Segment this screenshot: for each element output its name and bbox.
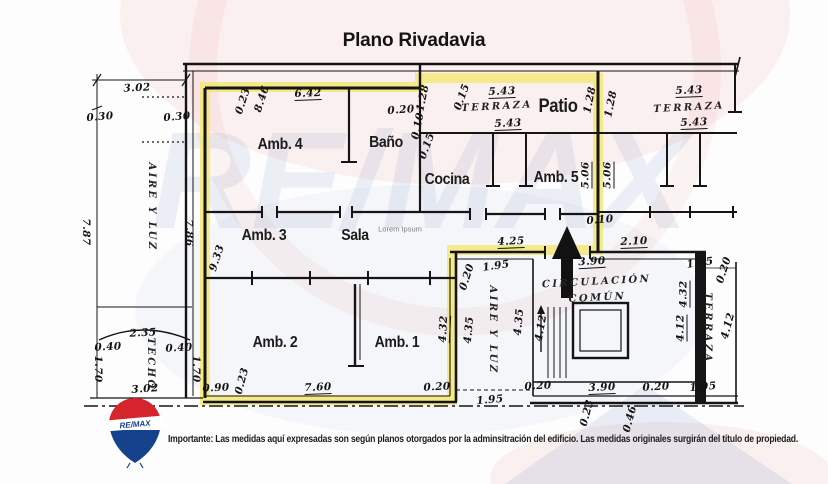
dim-label: 6.42 (294, 87, 322, 101)
dim-label: 3.90 (588, 381, 616, 395)
dim-label: 5.06 (601, 161, 615, 189)
dim-label: 0.20 (714, 255, 734, 285)
dim-label: 7.60 (304, 381, 332, 395)
room-label: Amb. 4 (257, 136, 303, 153)
room-label: Baño (369, 134, 403, 151)
dim-label: 1.28 (581, 85, 599, 115)
walls-layer (84, 56, 744, 407)
elevator (571, 301, 630, 360)
dim-label: 0.20 (423, 380, 451, 394)
watermark-balloon-top (120, 0, 790, 185)
page-title: Plano Rivadavia (342, 30, 486, 51)
area-label: AIRE Y LUZ (486, 285, 498, 375)
dim-label: 4.25 (497, 235, 525, 249)
dim-label: 4.12 (674, 314, 688, 342)
dim-label: 3.02 (131, 382, 159, 396)
dim-label: 4.12 (718, 311, 738, 341)
disclaimer-text: Importante: Las medidas aquí expresadas … (168, 433, 799, 445)
room-label: Sala (341, 227, 369, 244)
plan-note: Lorem Ipsum (378, 224, 422, 234)
dim-label: 0.90 (202, 381, 230, 395)
watermark-balloon-bottom (505, 385, 792, 484)
area-label: CIRCULACIÓN COMÚN (541, 273, 652, 305)
dim-label: 5.06 (579, 161, 593, 189)
dim-label: 2.35 (129, 326, 157, 340)
room-label: Amb. 2 (252, 334, 298, 351)
dim-label: 4.35 (511, 307, 527, 337)
dim-label: 0.20 (642, 380, 670, 394)
area-label: AIRE Y LUZ (145, 162, 157, 252)
remax-logo: RE/MAX (103, 398, 167, 469)
dim-label: 1.28 (602, 89, 620, 119)
watermark-brand-text: RE/MAX (152, 104, 696, 258)
dim-label: 1.70 (190, 355, 202, 383)
remax-band (103, 415, 167, 432)
dim-label: 0.20 (387, 103, 415, 117)
stair-direction-arrow-icon (537, 305, 545, 314)
dim-label: 0.23 (577, 398, 597, 428)
dim-label: 7.87 (80, 218, 92, 246)
dim-label: 0.40 (165, 341, 193, 355)
room-label: Patio (538, 96, 578, 117)
dim-label: 0.40 (94, 340, 122, 354)
dim-label: 5.43 (675, 84, 703, 98)
dim-label: 3.90 (578, 254, 606, 270)
remax-balloon-bottom (110, 430, 160, 463)
dim-label: 4.35 (461, 315, 477, 345)
room-label: Amb. 3 (241, 227, 287, 244)
dim-label: 1.70 (92, 355, 104, 383)
dim-label: 0.46 (620, 404, 640, 434)
dim-label: 0.23 (233, 86, 253, 116)
balloon-rope (126, 462, 131, 469)
room-label: Cocina (424, 171, 470, 188)
dim-label: 4.32 (677, 280, 691, 308)
area-label: TERRAZA (701, 292, 713, 364)
dim-label: 1.95 (688, 379, 718, 395)
balloon-rope (139, 462, 144, 469)
dim-label: 9.33 (207, 243, 227, 273)
dim-label: 4.12 (532, 313, 550, 343)
area-label: TERRAZA (461, 99, 533, 115)
dim-label: 1.95 (481, 258, 511, 274)
dim-label: 0.30 (85, 109, 115, 125)
watermark-balloon-glow (490, 422, 828, 484)
dim-label: 7.86 (183, 219, 195, 247)
north-arrow-icon (552, 226, 582, 298)
dim-label: 0.23 (232, 366, 252, 396)
dim-label: 5.43 (494, 117, 522, 131)
remax-logo-text: RE/MAX (119, 419, 151, 431)
dim-label: 3.02 (123, 81, 151, 95)
dim-label: 0.20 (457, 262, 477, 292)
thick-wall (695, 252, 706, 403)
dim-label: 8.46 (252, 84, 272, 114)
room-label: Amb. 5 (533, 169, 579, 186)
dim-label: 0.20 (524, 379, 552, 393)
dim-label: 1.95 (685, 255, 715, 271)
dim-label: 4.32 (436, 315, 452, 343)
dim-label: 5.43 (488, 85, 516, 99)
dim-label: 5.43 (680, 116, 708, 130)
dim-label: 0.30 (162, 109, 192, 125)
room-label: Amb. 1 (374, 334, 420, 351)
dim-label: 1.28 (414, 83, 432, 113)
dim-label: 0.10 (585, 212, 615, 228)
dim-label: 2.10 (620, 235, 648, 249)
dim-label: 1.95 (475, 392, 505, 408)
area-label: TERRAZA (653, 100, 725, 116)
